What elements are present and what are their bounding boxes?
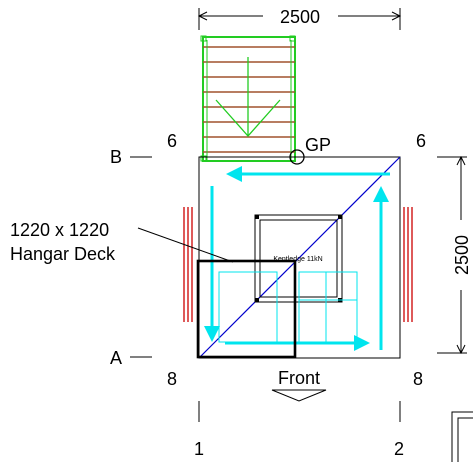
hangar-deck-size-label: 1220 x 1220 [10,220,109,240]
col-label-1: 1 [194,439,204,459]
gp-label: GP [305,135,331,155]
hangar-deck [196,259,297,359]
top-dimension-label: 2500 [280,7,320,27]
hangar-deck-name-label: Hangar Deck [10,244,116,264]
row-label-a: A [110,348,122,368]
corner-bottom-right: 8 [413,369,423,389]
deck-boards [218,271,358,343]
right-dimension [437,155,467,355]
col-label-2: 2 [394,439,404,459]
guardrail-left [183,207,193,322]
diagonal-brace [198,156,401,359]
front-label: Front [278,368,320,388]
main-platform [198,156,401,359]
guardrail-right [403,207,413,322]
top-dimension [197,8,402,30]
front-arrow-icon [271,389,327,402]
corner-top-left: 6 [167,131,177,151]
kentledge-label: Kentledge 11kN [273,256,322,263]
flow-arrows [204,166,390,351]
gp-circle-icon [289,149,305,165]
corner-bottom-left: 8 [167,369,177,389]
right-dimension-label: 2500 [452,235,472,275]
title-block-corner [451,411,473,462]
hangar-deck-leader [137,227,234,263]
stair-tower [200,35,296,162]
row-label-b: B [110,147,122,167]
corner-top-right: 6 [416,131,426,151]
